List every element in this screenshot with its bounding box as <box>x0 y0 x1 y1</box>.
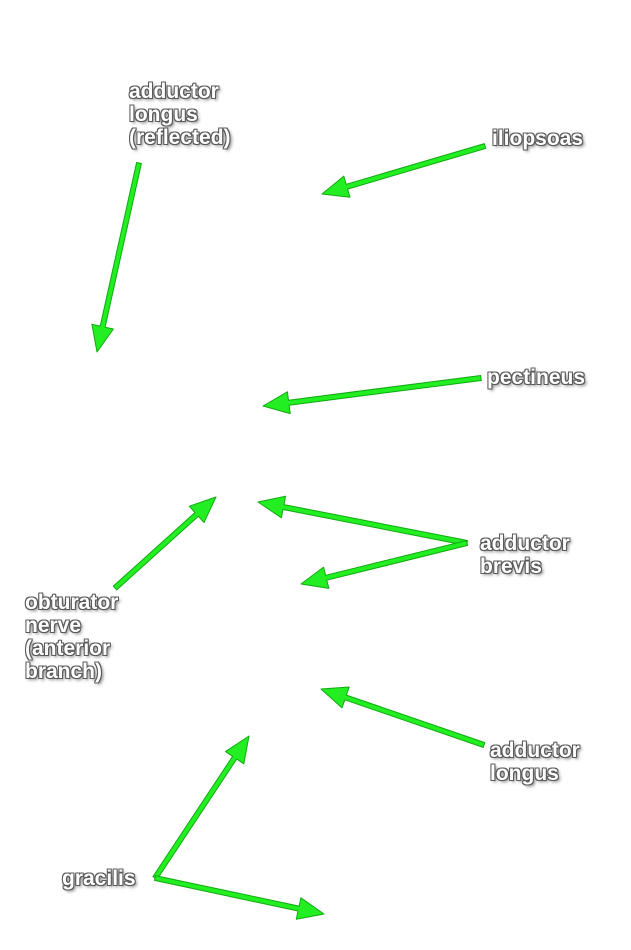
label-adductor-brevis: adductor brevis <box>480 532 570 578</box>
arrow-gracilis-lower <box>154 875 325 920</box>
label-obturator-nerve: obturator nerve (anterior branch) <box>25 591 119 683</box>
label-pectineus: pectineus <box>487 366 586 389</box>
label-adductor-longus-reflected: adductor longus (reflected) <box>129 80 231 149</box>
arrow-iliopsoas <box>321 143 487 198</box>
label-iliopsoas: iliopsoas <box>492 127 584 150</box>
arrow-adductor-longus-reflected <box>91 162 142 353</box>
arrow-adductor-longus <box>320 686 486 748</box>
label-gracilis: gracilis <box>62 867 136 890</box>
arrow-adductor-brevis-upper <box>257 495 468 546</box>
arrow-pectineus <box>262 375 482 415</box>
arrow-obturator-nerve <box>112 496 217 591</box>
label-adductor-longus: adductor longus <box>490 739 580 785</box>
arrow-gracilis-upper <box>152 735 250 880</box>
arrow-adductor-brevis-lower <box>300 540 469 589</box>
